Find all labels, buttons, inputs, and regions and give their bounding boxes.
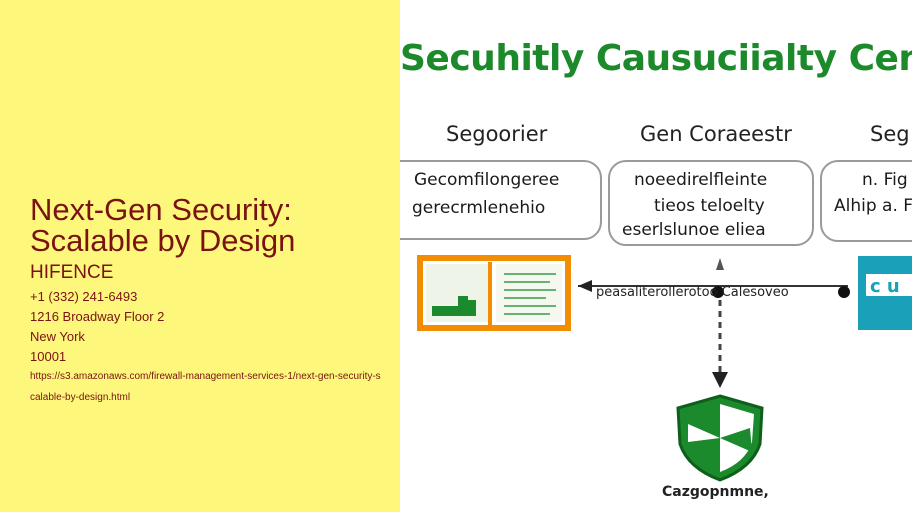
column-2-box [608, 160, 814, 246]
column-2-text-3: eserlslunoe eliea [622, 220, 766, 240]
column-2-text-1: noeedirelfleinte [634, 170, 768, 190]
illustration: Secuhitly Causuciialty Cenclr Segoorier … [400, 0, 912, 512]
city: New York [30, 329, 85, 344]
svg-text:c u: c u [870, 276, 900, 297]
shield-label: Cazgopnmne, [662, 484, 769, 500]
column-1-text-1: Gecomfilongeree [414, 170, 560, 190]
orange-panel-chart-bar [432, 306, 476, 316]
column-3-label: Seg [870, 122, 910, 146]
connector-node-1 [712, 286, 724, 298]
connector-arrow-up [716, 258, 724, 270]
left-panel: Next-Gen Security: Scalable by Design HI… [0, 0, 400, 512]
column-2-label: Gen Coraeestr [640, 122, 792, 146]
diagram-graphics: c u [417, 255, 912, 482]
column-3-text-2: Alhip a. F [834, 196, 912, 216]
address-line: 1216 Broadway Floor 2 [30, 309, 165, 324]
column-2-text-2: tieos teloelty [654, 196, 765, 216]
column-1-label: Segoorier [446, 122, 548, 146]
column-3-box [820, 160, 912, 242]
connector-label: peasaliterollerotoo Calesoveo [596, 285, 789, 300]
column-1-box [400, 160, 602, 240]
connector-arrow-left [578, 280, 592, 292]
connector-node-2 [838, 286, 850, 298]
page-url-link[interactable]: https://s3.amazonaws.com/firewall-manage… [30, 371, 381, 403]
vertical-arrow [712, 372, 728, 388]
orange-panel [417, 255, 571, 331]
phone-number: +1 (332) 241-6493 [30, 289, 138, 304]
column-1-text-2: gerecrmlenehio [412, 198, 546, 218]
illustration-heading: Secuhitly Causuciialty Cenclr [400, 38, 912, 79]
brand-name: HIFENCE [30, 262, 114, 283]
zip-code: 10001 [30, 349, 67, 364]
page-title: Next-Gen Security: Scalable by Design [30, 192, 296, 258]
column-3-text-1: n. Fig [862, 170, 908, 190]
